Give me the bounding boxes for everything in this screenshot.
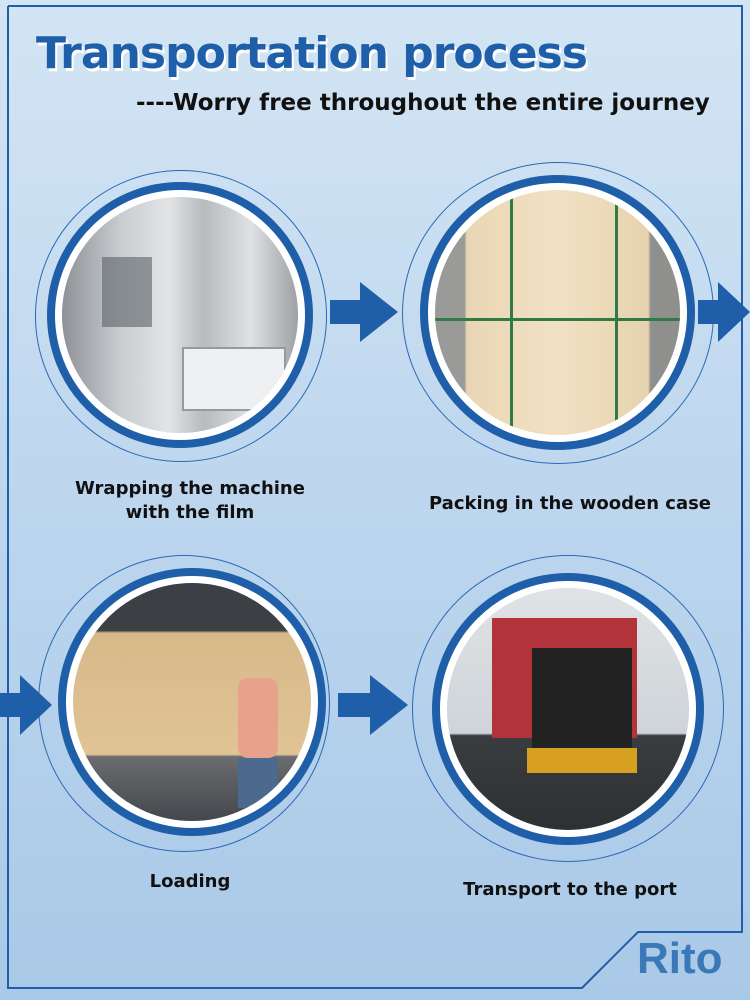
machine-wrapped-photo [62,197,298,433]
arrow-right-icon [698,282,750,342]
page-subtitle: ----Worry free throughout the entire jou… [136,90,710,116]
step-caption: Loading [149,871,231,892]
step-caption: Packing in the wooden case [428,493,712,514]
step-caption: Transport to the port [463,879,677,900]
arrow-right-icon [0,675,52,735]
outer-ring [35,170,327,462]
arrow-right-icon [330,282,398,342]
truck-loading-photo [73,583,311,821]
page-title: Transportation process [36,28,588,79]
outer-ring [412,555,724,862]
step-caption: Wrapping the machine with the film [75,478,305,523]
wooden-case-photo [435,190,680,435]
truck-transport-photo [447,588,689,830]
arrow-right-icon [338,675,408,735]
brand-logo: Rito [637,934,723,983]
